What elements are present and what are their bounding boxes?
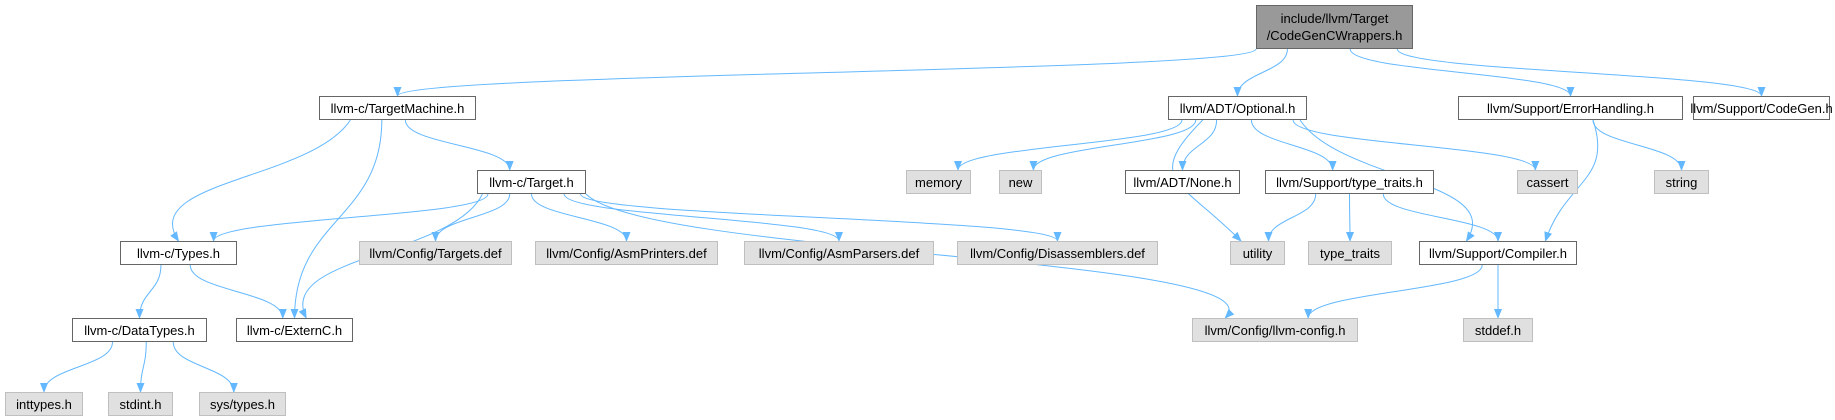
edge-root-to-targetmachine (393, 48, 1257, 97)
node-stddef[interactable]: stddef.h (1463, 318, 1533, 342)
edge-targetmachine-to-types (170, 119, 351, 242)
edge-optional-to-memory (954, 119, 1183, 171)
node-target[interactable]: llvm-c/Target.h (477, 170, 586, 194)
edge-target-to-llvmconfig (585, 193, 1235, 319)
edge-optional-to-new (1029, 119, 1197, 171)
node-targets-def[interactable]: llvm/Config/Targets.def (359, 241, 512, 265)
node-datatypes[interactable]: llvm-c/DataTypes.h (72, 318, 207, 342)
node-disassemblers-def[interactable]: llvm/Config/Disassemblers.def (957, 241, 1158, 265)
edge-datatypes-to-stdint (136, 341, 147, 393)
edge-datatypes-to-inttypes (40, 341, 113, 393)
node-codegen[interactable]: llvm/Support/CodeGen.h (1690, 96, 1833, 120)
node-root-codegencwrappers[interactable]: include/llvm/Target /CodeGenCWrappers.h (1256, 5, 1413, 49)
edge-root-to-errorhandling (1349, 48, 1575, 97)
node-type-traits[interactable]: type_traits (1308, 241, 1392, 265)
node-compiler[interactable]: llvm/Support/Compiler.h (1419, 241, 1577, 265)
edge-types-to-datatypes (135, 264, 162, 319)
node-types[interactable]: llvm-c/Types.h (120, 241, 237, 265)
node-asmparsers-def[interactable]: llvm/Config/AsmParsers.def (744, 241, 934, 265)
edge-targetmachine-to-target (404, 119, 514, 171)
edge-typetraits_h-to-utility (1264, 193, 1317, 242)
edge-types-to-externc (189, 264, 287, 319)
node-systypes[interactable]: sys/types.h (199, 392, 286, 416)
edge-optional-to-none (1178, 119, 1218, 171)
edge-target-to-disassemblers_def (580, 193, 1062, 242)
node-llvm-config[interactable]: llvm/Config/llvm-config.h (1192, 318, 1358, 342)
edge-target-to-types (209, 193, 489, 242)
node-cassert[interactable]: cassert (1517, 170, 1578, 194)
edge-compiler-to-llvmconfig (1304, 264, 1483, 319)
edge-errorhandling-to-string (1592, 119, 1686, 171)
edge-target-to-asmprinters_def (531, 193, 631, 242)
edge-typetraits_h-to-compiler (1382, 193, 1502, 242)
edge-target-to-asmparsers_def (563, 193, 843, 242)
root-label-line1: include/llvm/Target (1280, 11, 1389, 26)
node-targetmachine[interactable]: llvm-c/TargetMachine.h (319, 96, 476, 120)
edge-typetraits_h-to-type_traits (1345, 193, 1354, 242)
node-externc[interactable]: llvm-c/ExternC.h (236, 318, 353, 342)
root-label-line2: /CodeGenCWrappers.h (1266, 28, 1403, 43)
edge-target-to-targets_def (431, 193, 511, 242)
node-memory[interactable]: memory (906, 170, 971, 194)
edge-root-to-optional (1233, 48, 1288, 97)
edge-optional-to-typetraits_h (1250, 119, 1337, 171)
edge-optional-to-cassert (1292, 119, 1540, 171)
edge-errorhandling-to-compiler (1544, 119, 1599, 242)
edge-root-to-codegen (1396, 48, 1766, 97)
node-typetraits-h[interactable]: llvm/Support/type_traits.h (1265, 170, 1434, 194)
node-optional[interactable]: llvm/ADT/Optional.h (1168, 96, 1307, 120)
node-inttypes[interactable]: inttypes.h (5, 392, 83, 416)
node-none[interactable]: llvm/ADT/None.h (1125, 170, 1240, 194)
node-asmprinters-def[interactable]: llvm/Config/AsmPrinters.def (535, 241, 718, 265)
node-string[interactable]: string (1654, 170, 1709, 194)
edge-datatypes-to-systypes (172, 341, 238, 393)
node-new[interactable]: new (999, 170, 1042, 194)
node-utility[interactable]: utility (1230, 241, 1285, 265)
node-errorhandling[interactable]: llvm/Support/ErrorHandling.h (1458, 96, 1683, 120)
node-stdint[interactable]: stdint.h (108, 392, 173, 416)
